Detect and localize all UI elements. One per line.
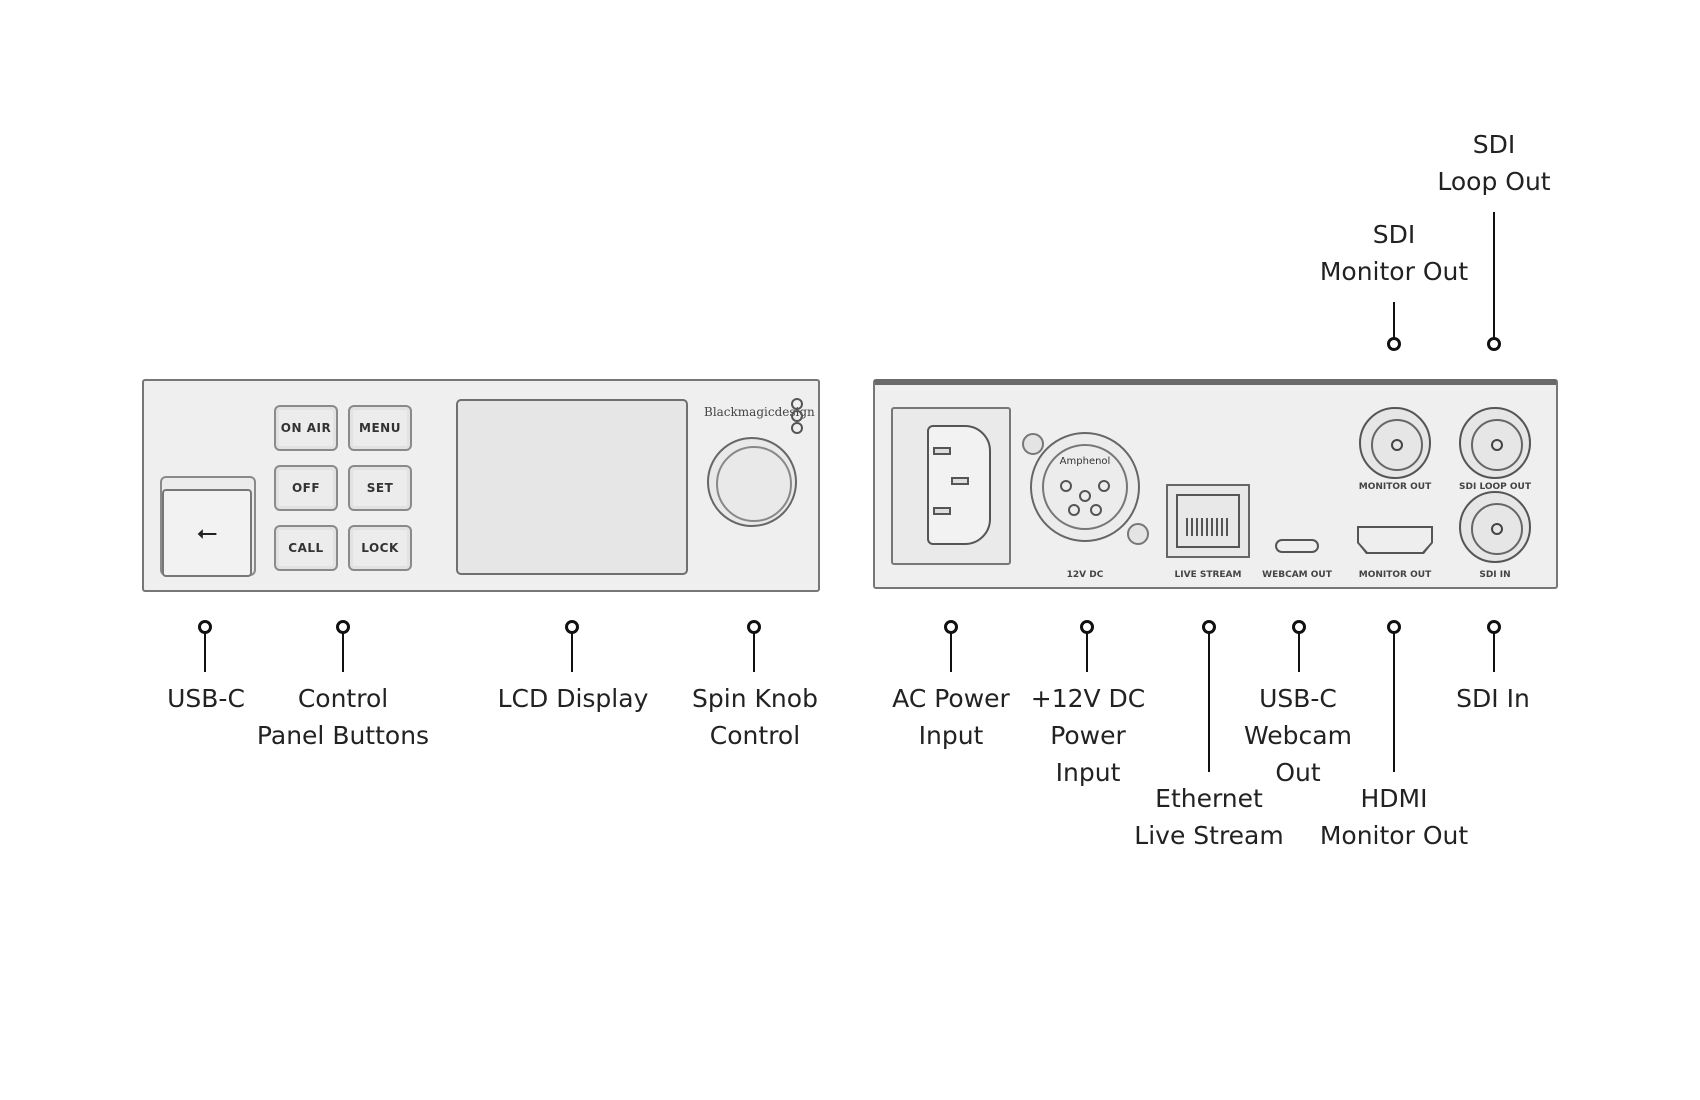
screw bbox=[1022, 433, 1044, 455]
sdi-monitor-out-bnc bbox=[1359, 407, 1431, 479]
lcd-display bbox=[456, 399, 688, 575]
label-lcd-display: LCD Display bbox=[497, 684, 649, 713]
port-label-dc: 12V DC bbox=[1066, 570, 1104, 580]
xlr-pin bbox=[1068, 504, 1080, 516]
sdi-loop-out-bnc bbox=[1459, 407, 1531, 479]
lock-button: LOCK bbox=[348, 525, 412, 571]
spin-knob bbox=[707, 437, 797, 527]
usb-c-webcam-port bbox=[1275, 539, 1319, 553]
call-button: CALL bbox=[274, 525, 338, 571]
connector-brand: Amphenol bbox=[1059, 456, 1111, 467]
callout-line bbox=[753, 632, 755, 672]
label-sdi-in: SDI In bbox=[1456, 684, 1530, 713]
callout-line bbox=[1086, 632, 1088, 672]
logo-dots-icon bbox=[791, 398, 803, 434]
callout-line bbox=[1393, 632, 1395, 772]
callout-line bbox=[1208, 632, 1210, 772]
xlr-inner-ring bbox=[1042, 444, 1128, 530]
callout-line bbox=[1298, 632, 1300, 672]
port-label-hdmi: MONITOR OUT bbox=[1358, 570, 1432, 580]
callout-line bbox=[342, 632, 344, 672]
callout-line bbox=[950, 632, 952, 672]
xlr-pin bbox=[1090, 504, 1102, 516]
set-button: SET bbox=[348, 465, 412, 511]
off-button: OFF bbox=[274, 465, 338, 511]
usb-icon: ⭠︎ bbox=[162, 489, 252, 577]
xlr-power-connector: Amphenol bbox=[1030, 432, 1140, 542]
callout-line bbox=[1493, 632, 1495, 672]
ac-pin bbox=[933, 447, 951, 455]
callout-line bbox=[1493, 212, 1495, 342]
callout-line bbox=[1393, 302, 1395, 342]
sdi-in-bnc bbox=[1459, 491, 1531, 563]
ac-power-inlet bbox=[891, 407, 1011, 565]
xlr-pin bbox=[1079, 490, 1091, 502]
brand-logo: Blackmagicdesign bbox=[704, 405, 815, 419]
port-label-sdi-monitor: MONITOR OUT bbox=[1358, 482, 1432, 492]
hdmi-port-inner bbox=[1359, 528, 1431, 552]
label-usb-c: USB-C bbox=[167, 684, 245, 713]
iec-socket bbox=[927, 425, 991, 545]
callout-line bbox=[204, 632, 206, 672]
screw bbox=[1127, 523, 1149, 545]
port-label-sdi-in: SDI IN bbox=[1479, 570, 1511, 580]
ethernet-port bbox=[1166, 484, 1250, 558]
ac-pin bbox=[951, 477, 969, 485]
port-label-ethernet: LIVE STREAM bbox=[1174, 570, 1242, 580]
rj45-socket bbox=[1176, 494, 1240, 548]
port-label-sdi-loop: SDI LOOP OUT bbox=[1459, 482, 1531, 492]
ac-pin bbox=[933, 507, 951, 515]
xlr-pin bbox=[1060, 480, 1072, 492]
port-label-webcam: WEBCAM OUT bbox=[1262, 570, 1332, 580]
callout-dot bbox=[1387, 337, 1401, 351]
menu-button: MENU bbox=[348, 405, 412, 451]
xlr-pin bbox=[1098, 480, 1110, 492]
callout-dot bbox=[1487, 337, 1501, 351]
front-panel: ⭠︎ ON AIR MENU OFF SET CALL LOCK Blackma… bbox=[142, 379, 820, 592]
on-air-button: ON AIR bbox=[274, 405, 338, 451]
rear-panel: Amphenol 12V DC LIVE STREAM WEBCAM OUT M… bbox=[873, 379, 1558, 589]
callout-line bbox=[571, 632, 573, 672]
